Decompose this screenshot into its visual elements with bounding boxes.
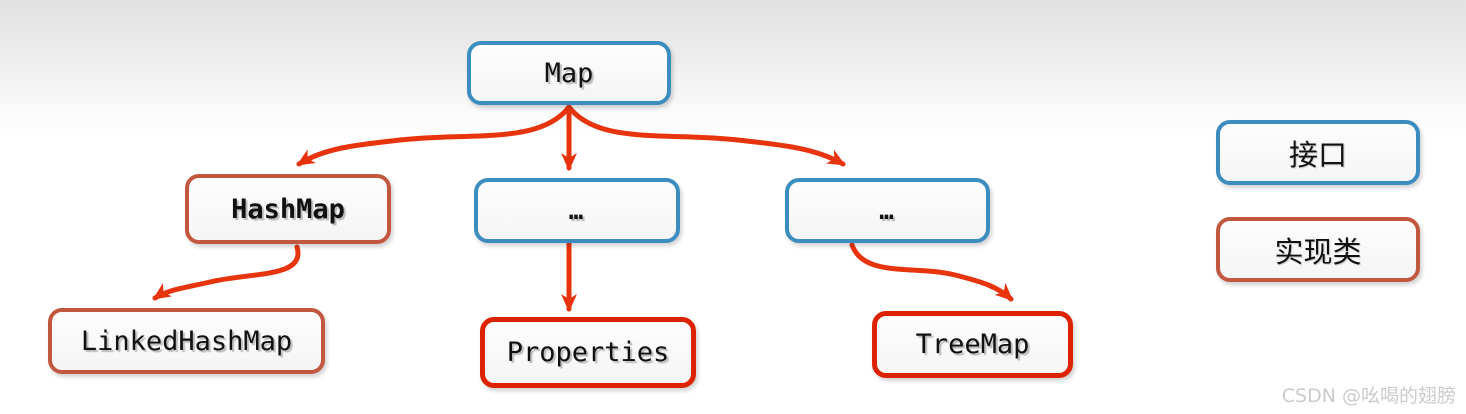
node-map: Map bbox=[467, 41, 671, 105]
legend-interface-box: 接口 bbox=[1216, 120, 1420, 185]
node-linkedhashmap-label: LinkedHashMap bbox=[80, 325, 293, 357]
node-treemap-label: TreeMap bbox=[915, 329, 1030, 360]
node-treemap: TreeMap bbox=[872, 311, 1073, 378]
edge-hashmap-to-linkedhashmap bbox=[152, 244, 301, 301]
node-ellipsis-left: … bbox=[474, 178, 680, 243]
node-ellipsis-left-label: … bbox=[568, 196, 586, 225]
node-linkedhashmap: LinkedHashMap bbox=[48, 308, 325, 374]
node-map-label: Map bbox=[544, 57, 594, 89]
legend-implementation-label: 实现类 bbox=[1274, 234, 1362, 269]
legend-implementation-box: 实现类 bbox=[1216, 217, 1420, 282]
legend-interface-label: 接口 bbox=[1288, 137, 1347, 172]
edge-map-to-hashmap bbox=[296, 104, 572, 167]
csdn-watermark: CSDN @吆喝的翅膀 bbox=[1281, 385, 1456, 407]
node-ellipsis-right: … bbox=[785, 178, 990, 243]
edge-ellipsis-to-treemap bbox=[849, 242, 1014, 302]
node-properties: Properties bbox=[480, 317, 696, 388]
node-hashmap-label: HashMap bbox=[231, 193, 345, 225]
node-hashmap: HashMap bbox=[185, 174, 391, 244]
edge-map-to-ellipsis-right bbox=[566, 104, 846, 167]
node-properties-label: Properties bbox=[506, 337, 670, 368]
node-ellipsis-right-label: … bbox=[879, 196, 896, 225]
